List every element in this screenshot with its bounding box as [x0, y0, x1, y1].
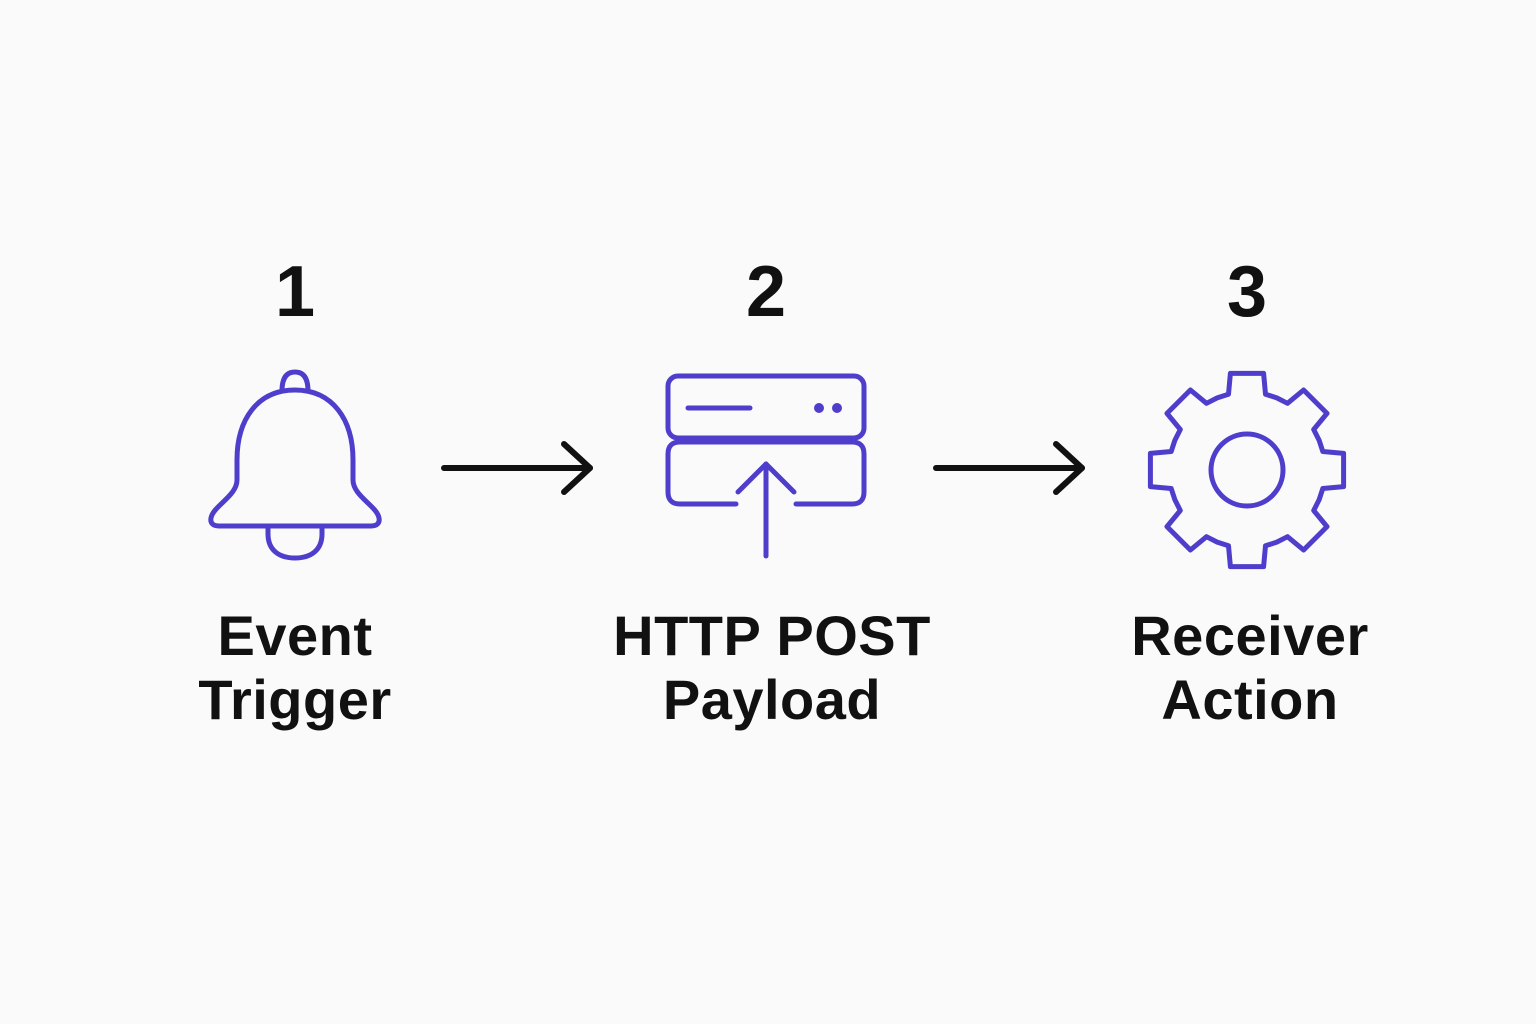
step-3-label-line-2: Action: [1161, 668, 1339, 731]
step-3-label: Receiver Action: [1040, 604, 1460, 732]
step-3-number: 3: [1226, 252, 1268, 332]
gear-icon: [1147, 370, 1347, 570]
step-2-number: 2: [745, 252, 787, 332]
step-1-label-line-2: Trigger: [198, 668, 392, 731]
bell-icon: [208, 369, 382, 561]
step-1-label-line-1: Event: [217, 604, 373, 667]
step-1-label: Event Trigger: [85, 604, 505, 732]
step-2-label-line-1: HTTP POST: [613, 604, 931, 667]
step-2-label-line-2: Payload: [662, 668, 882, 731]
server-upload-icon: [665, 373, 867, 559]
arrow-right-icon: [933, 441, 1085, 495]
step-3-label-line-1: Receiver: [1131, 604, 1369, 667]
arrow-right-icon: [441, 441, 593, 495]
step-1-number: 1: [274, 252, 316, 332]
step-2-label: HTTP POST Payload: [562, 604, 982, 732]
